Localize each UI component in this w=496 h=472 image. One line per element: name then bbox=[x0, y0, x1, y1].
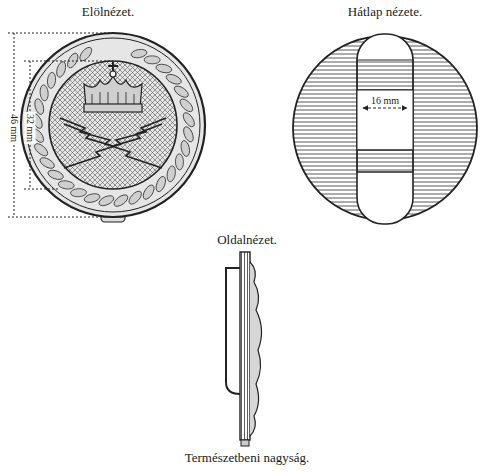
oak-wreath bbox=[30, 45, 197, 208]
view-heading: Oldalnézet. bbox=[217, 233, 277, 247]
clip-loop bbox=[226, 268, 240, 394]
dimension-label: 32 mm bbox=[25, 112, 36, 144]
front-view bbox=[21, 33, 205, 222]
caption: Természetbeni nagyság. bbox=[185, 451, 310, 465]
dimension-label: 46 mm bbox=[9, 112, 20, 144]
dimension-line bbox=[363, 108, 407, 109]
dimension-lines bbox=[8, 33, 113, 217]
view-heading: Elölnézet. bbox=[82, 5, 134, 19]
back-view bbox=[293, 34, 477, 224]
crown bbox=[84, 62, 142, 112]
view-heading: Hátlap nézete. bbox=[348, 5, 422, 19]
dimension-label: 16 mm bbox=[369, 95, 401, 106]
pin-clip bbox=[357, 34, 413, 224]
lightning-bolts bbox=[60, 118, 166, 168]
relief-profile bbox=[250, 262, 262, 436]
side-view bbox=[226, 252, 262, 446]
